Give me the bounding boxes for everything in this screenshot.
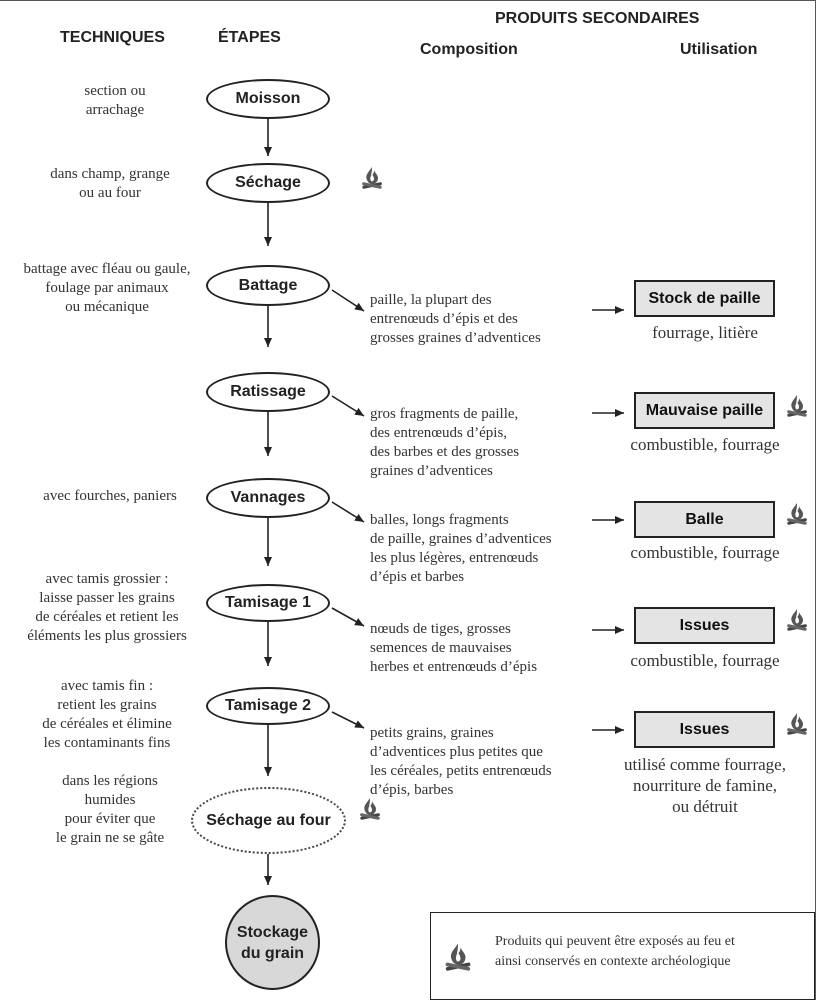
campfire-icon: [445, 943, 471, 971]
header-techniques: TECHNIQUES: [60, 29, 165, 46]
composition-vannages: balles, longs fragments de paille, grain…: [370, 512, 552, 585]
stage-vannages: Vannages: [206, 478, 330, 518]
stage-tamisage-1: Tamisage 1: [206, 584, 330, 622]
composition-ratissage: gros fragments de paille, des entrenœuds…: [370, 406, 520, 479]
technique-sechage-au-four: dans les régions humides pour éviter que…: [55, 773, 165, 846]
campfire-icon: [786, 503, 808, 526]
campfire-icon: [786, 609, 808, 632]
diagonal-arrow: [331, 711, 365, 729]
technique-battage: battage avec fléau ou gaule, foulage par…: [23, 261, 191, 315]
product-use: fourrage, litière: [652, 323, 758, 342]
campfire-icon: [786, 713, 808, 736]
stage-battage: Battage: [206, 265, 330, 306]
product-use: combustible, fourrage: [630, 543, 780, 562]
stage-stockage-du-grain: Stockage du grain: [225, 895, 320, 990]
header-produits-secondaires: PRODUITS SECONDAIRES: [495, 10, 700, 27]
legend-text: Produits qui peuvent être exposés au feu…: [495, 934, 735, 969]
stage-tamisage-2: Tamisage 2: [206, 687, 330, 725]
stage-ratissage: Ratissage: [206, 372, 330, 412]
composition-battage: paille, la plupart des entrenœuds d’épis…: [370, 292, 541, 346]
product-box: Stock de paille: [634, 280, 775, 317]
stage-sechage-au-four: Séchage au four: [191, 787, 346, 854]
diagonal-arrow: [331, 607, 365, 627]
campfire-icon: [359, 798, 381, 821]
technique-vannages: avec fourches, paniers: [43, 488, 177, 504]
stage-sechage: Séchage: [206, 163, 330, 203]
diagonal-arrow: [331, 395, 365, 417]
composition-tamisage-2: petits grains, graines d’adventices plus…: [370, 725, 552, 798]
stage-moisson: Moisson: [206, 79, 330, 119]
technique-tamisage-1: avec tamis grossier : laisse passer les …: [27, 571, 187, 644]
technique-tamisage-2: avec tamis fin : retient les grains de c…: [42, 678, 172, 751]
product-use: utilisé comme fourrage, nourriture de fa…: [624, 755, 786, 816]
technique-moisson: section ou arrachage: [84, 83, 146, 118]
campfire-icon: [786, 395, 808, 418]
product-use: combustible, fourrage: [630, 651, 780, 670]
header-composition: Composition: [420, 41, 518, 58]
product-box: Issues: [634, 711, 775, 748]
header-utilisation: Utilisation: [680, 41, 758, 58]
diagonal-arrow: [331, 501, 365, 523]
product-box: Mauvaise paille: [634, 392, 775, 429]
product-box: Issues: [634, 607, 775, 644]
header-etapes: ÉTAPES: [218, 29, 281, 46]
technique-sechage: dans champ, grange ou au four: [50, 166, 170, 201]
composition-tamisage-1: nœuds de tiges, grosses semences de mauv…: [370, 621, 538, 675]
product-use: combustible, fourrage: [630, 435, 780, 454]
diagonal-arrow: [331, 289, 365, 312]
legend: Produits qui peuvent être exposés au feu…: [430, 912, 815, 1000]
campfire-icon: [361, 167, 383, 190]
product-box: Balle: [634, 501, 775, 538]
